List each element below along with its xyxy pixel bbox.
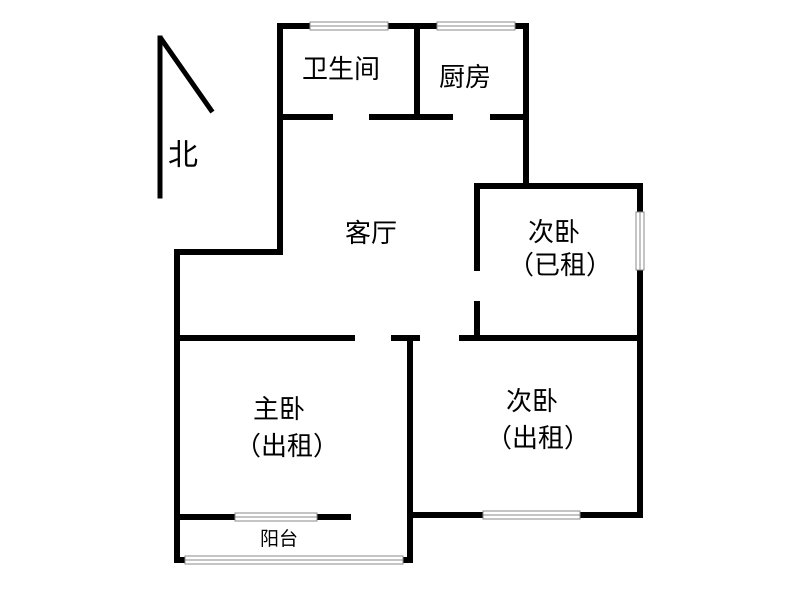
- room-label-balcony: 阳台: [260, 528, 298, 550]
- room-status-second-bedroom-ne: （已租）: [508, 251, 612, 281]
- room-label-master-bedroom: 主卧: [253, 395, 305, 425]
- room-label-second-bedroom-se: 次卧: [506, 387, 558, 417]
- room-label-bathroom: 卫生间: [302, 55, 380, 85]
- window-kitchen: [436, 21, 516, 31]
- window-second-bedroom-ne: [635, 211, 645, 271]
- north-label: 北: [168, 138, 198, 173]
- room-label-second-bedroom-ne: 次卧: [528, 218, 580, 248]
- room-status-second-bedroom-se: （出租）: [486, 424, 590, 454]
- north-arrow-icon: [157, 35, 215, 199]
- window-bathroom: [309, 21, 389, 31]
- room-status-master-bedroom: （出租）: [235, 432, 339, 462]
- walls: [174, 23, 643, 563]
- window-master-bedroom: [234, 512, 318, 522]
- room-label-living-room: 客厅: [345, 219, 397, 249]
- window-balcony: [184, 555, 404, 565]
- room-label-kitchen: 厨房: [439, 63, 491, 93]
- window-second-bedroom-se: [482, 510, 581, 520]
